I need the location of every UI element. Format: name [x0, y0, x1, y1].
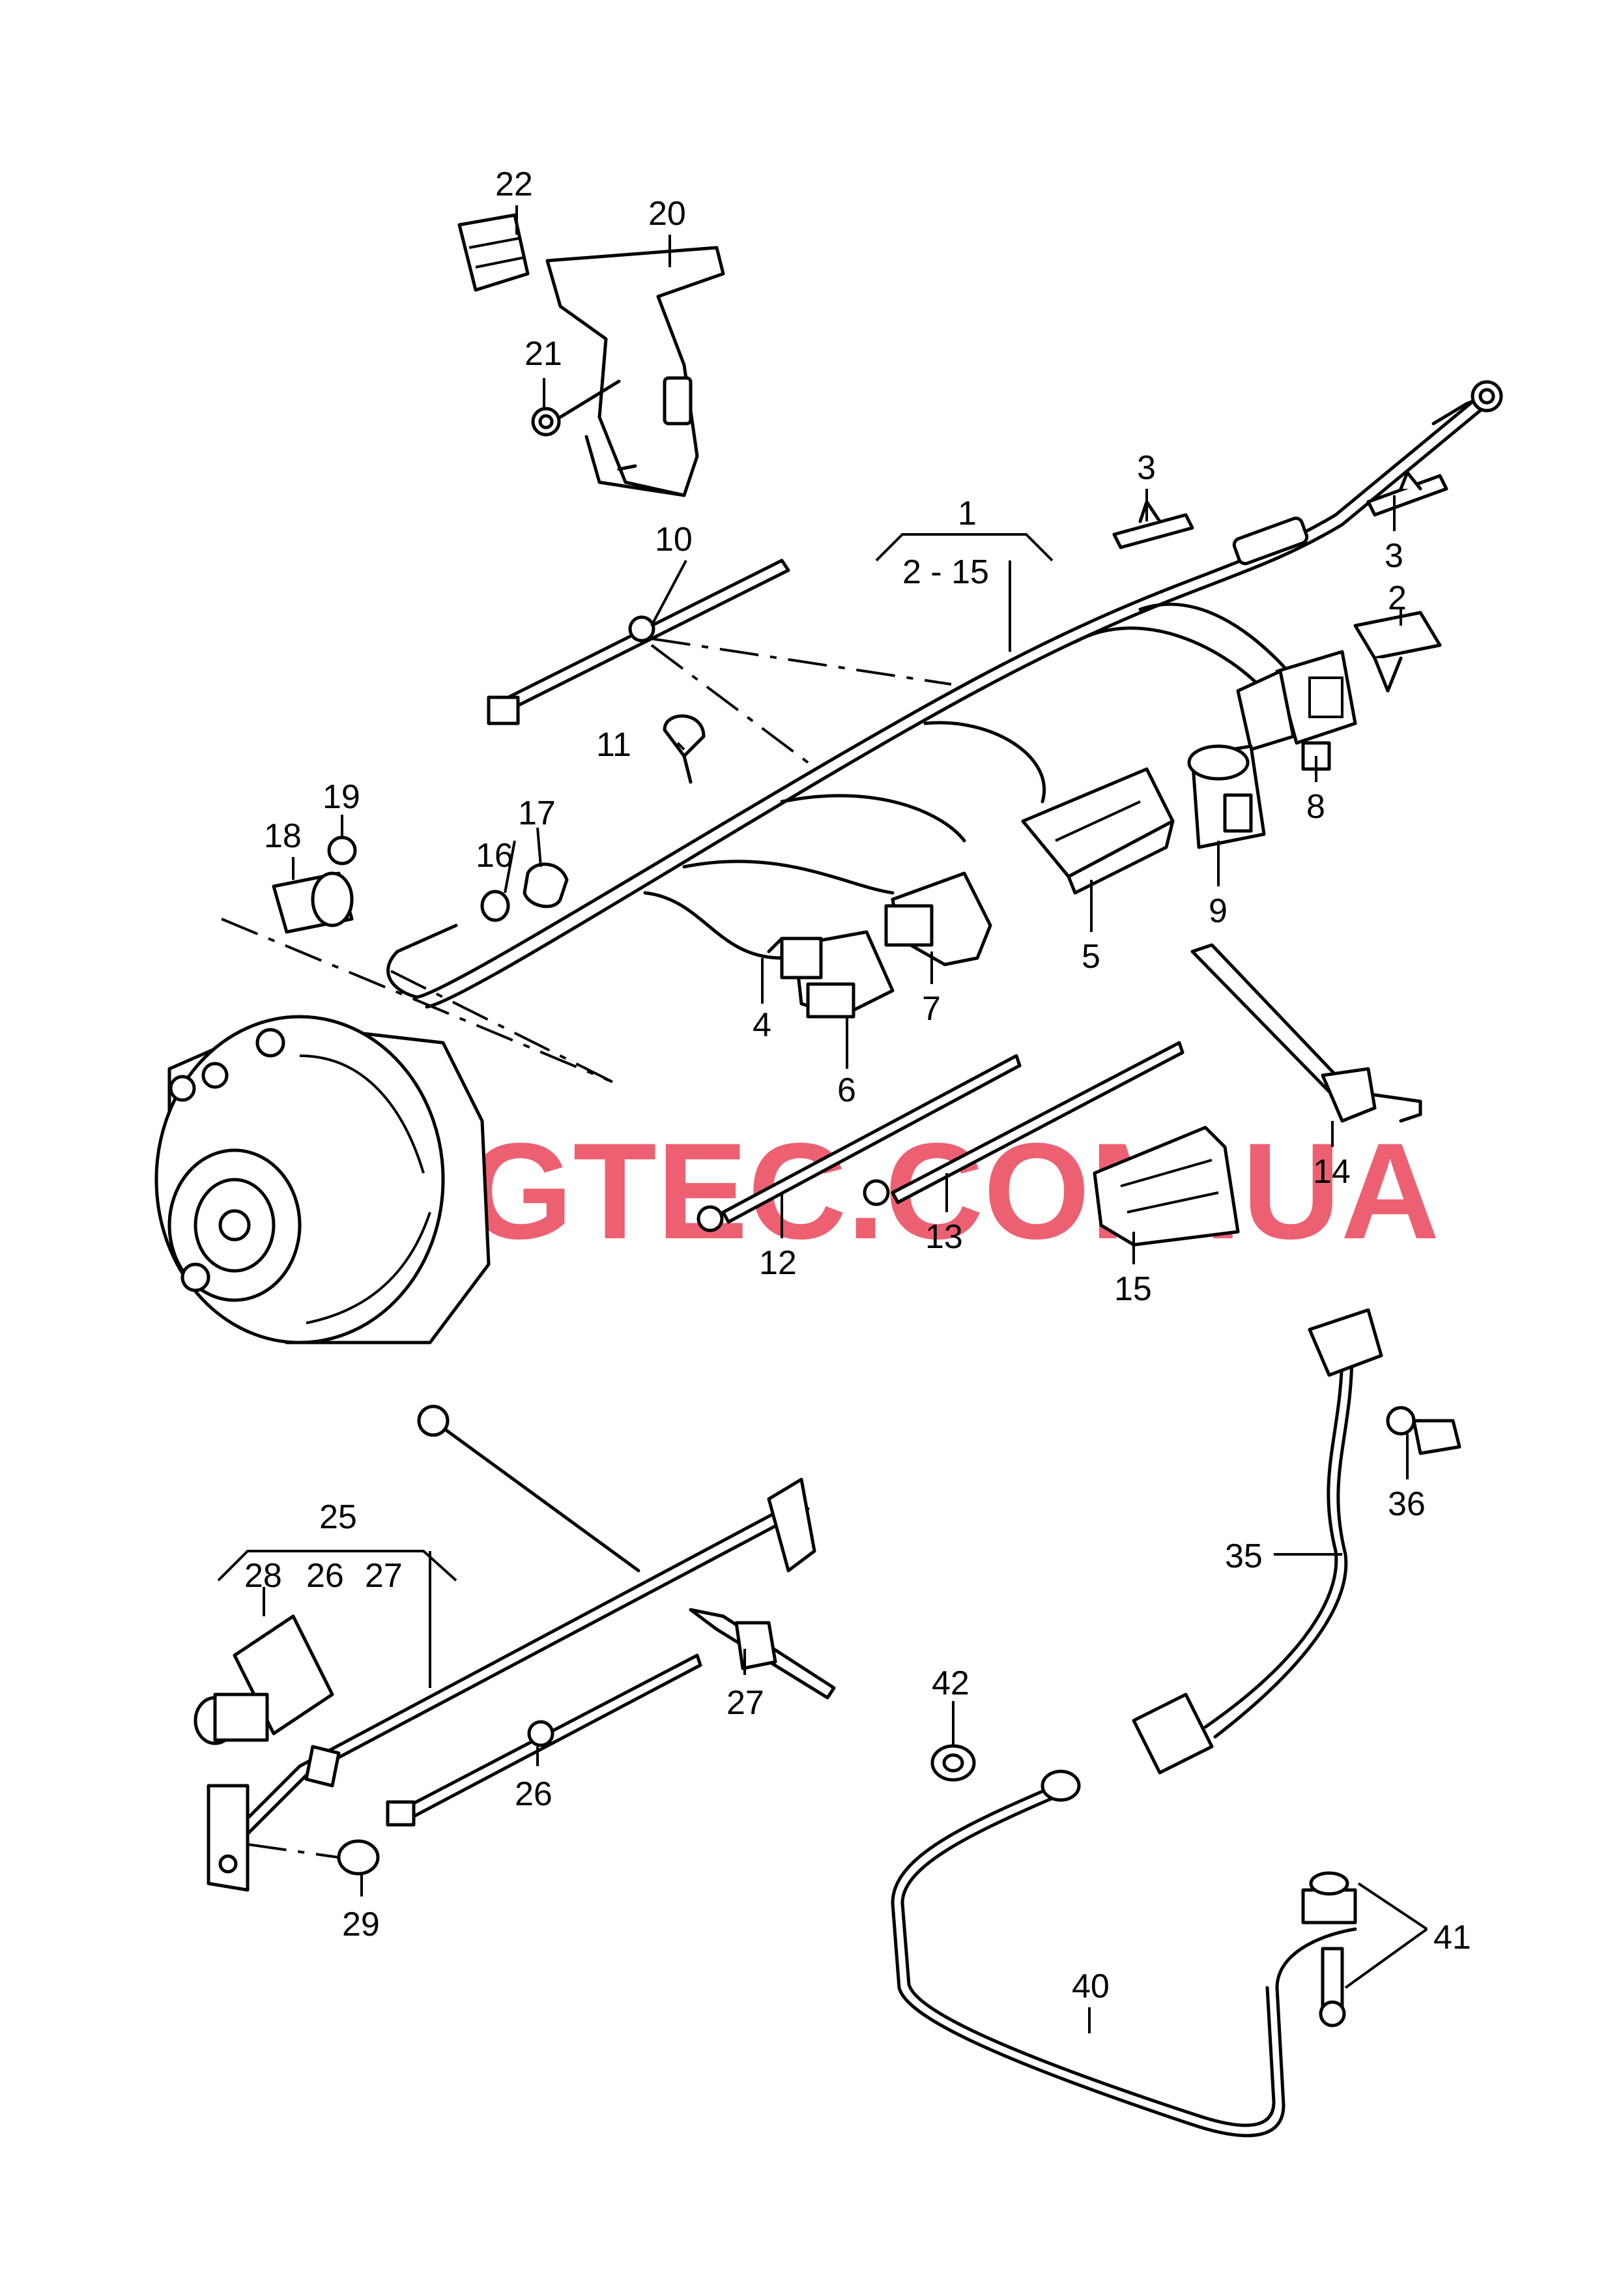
callout-35: 35 [1225, 1537, 1263, 1575]
callout-21: 21 [524, 335, 562, 373]
callout-26: 26 [515, 1775, 553, 1813]
callout-17: 17 [518, 794, 556, 832]
cable-tie-10 [487, 559, 790, 725]
callout-29: 29 [342, 1906, 380, 1943]
callout-11: 11 [596, 726, 631, 764]
connector-8 [1236, 650, 1357, 771]
connector-5 [1021, 767, 1175, 895]
callout-15: 15 [1114, 1270, 1152, 1308]
callout-20: 20 [648, 195, 686, 233]
callout-1: 1 [958, 495, 977, 532]
leader-lines [217, 205, 1428, 2033]
callout-26-top: 26 [306, 1557, 344, 1595]
callout-2-15: 2 - 15 [902, 553, 989, 591]
callout-10: 10 [655, 521, 693, 559]
cable-tie-12 [697, 1054, 1022, 1232]
harness-25 [194, 1404, 816, 1892]
connector-9 [1187, 744, 1266, 849]
callout-3-right: 3 [1385, 537, 1403, 575]
cable-tie-27 [689, 1608, 836, 1700]
callout-4: 4 [753, 1006, 771, 1044]
callout-22: 22 [495, 166, 533, 203]
cable-tie-14 [1190, 943, 1422, 1123]
connector-7 [884, 871, 992, 966]
clip-11 [663, 714, 706, 784]
callout-27-top: 27 [365, 1557, 403, 1595]
cable-40 [891, 1744, 1357, 2138]
callout-25: 25 [319, 1498, 357, 1536]
callout-12: 12 [759, 1244, 797, 1282]
callout-27: 27 [726, 1684, 764, 1722]
callout-16: 16 [476, 837, 513, 875]
callout-8: 8 [1306, 788, 1325, 826]
callout-7: 7 [922, 990, 941, 1028]
callout-labels: 1 2 - 15 2 3 3 4 5 6 7 8 9 10 11 12 13 1… [244, 166, 1471, 2005]
callout-36: 36 [1388, 1485, 1426, 1523]
clip-2 [1353, 611, 1442, 693]
callout-40: 40 [1072, 1968, 1110, 2005]
callout-42: 42 [932, 1664, 969, 1702]
cable-tie-26 [386, 1653, 702, 1827]
callout-18: 18 [264, 817, 302, 855]
nut-29 [247, 1839, 380, 1876]
alternator [154, 1015, 491, 1344]
callout-3-left: 3 [1137, 449, 1156, 487]
connector-6 [767, 930, 895, 1019]
callout-28: 28 [244, 1557, 282, 1595]
holder-15 [1093, 1126, 1240, 1247]
callout-13: 13 [925, 1218, 963, 1256]
cable-tie-13 [863, 1041, 1185, 1206]
bracket-assembly [457, 213, 725, 497]
callout-14: 14 [1313, 1153, 1351, 1191]
cable-35 [1132, 1308, 1461, 1775]
callout-41: 41 [1433, 1919, 1471, 1956]
parts-16-19 [272, 836, 569, 934]
callout-5: 5 [1082, 938, 1100, 976]
callout-19: 19 [323, 778, 360, 816]
wiring-harness [386, 380, 1503, 1009]
callout-6: 6 [837, 1071, 856, 1109]
callout-9: 9 [1209, 892, 1228, 930]
callout-2: 2 [1388, 579, 1407, 617]
